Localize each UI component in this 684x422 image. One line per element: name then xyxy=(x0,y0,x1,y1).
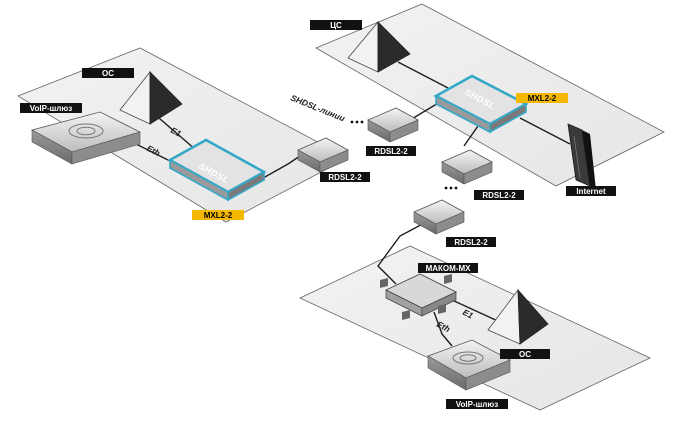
svg-text:VoIP-шлюз: VoIP-шлюз xyxy=(30,104,72,113)
link-cs-mxl xyxy=(397,61,449,89)
voip-gateway-left xyxy=(30,111,142,165)
rdsl-modem-right-mid xyxy=(441,149,493,185)
pyramid-cs-top xyxy=(347,20,411,73)
rdsl-modem-center xyxy=(297,137,349,173)
internet-device xyxy=(567,123,596,190)
label-rdsl-right-mid: RDSL2-2 xyxy=(474,190,524,200)
label-makom: МАКОМ-МХ xyxy=(418,263,478,273)
label-rdsl-bottom: RDSL2-2 xyxy=(446,237,496,247)
svg-text:RDSL2-2: RDSL2-2 xyxy=(328,173,362,182)
mxl-device-right: SHDSL xyxy=(433,74,529,134)
label-internet: Internet xyxy=(566,186,616,196)
label-cs-top: ЦС xyxy=(310,20,362,30)
link-makom-voip-bottom xyxy=(433,311,453,347)
svg-text:ОС: ОС xyxy=(519,350,531,359)
svg-text:МАКОМ-МХ: МАКОМ-МХ xyxy=(426,264,472,273)
e1-label-left: E1 xyxy=(169,125,183,139)
mxl-device-left: SHDSL xyxy=(167,138,267,202)
svg-text:ЦС: ЦС xyxy=(330,21,342,30)
svg-text:RDSL2-2: RDSL2-2 xyxy=(454,238,488,247)
svg-text:Internet: Internet xyxy=(576,187,606,196)
ellipsis-dots-shdsl xyxy=(350,120,364,124)
svg-text:MXL2-2: MXL2-2 xyxy=(528,94,557,103)
svg-text:VoIP-шлюз: VoIP-шлюз xyxy=(456,400,498,409)
label-mxl-right: MXL2-2 xyxy=(516,93,568,103)
rdsl-modem-bottom xyxy=(413,199,465,235)
label-voip-bottom: VoIP-шлюз xyxy=(446,399,508,409)
links xyxy=(119,61,571,347)
voip-gateway-bottom xyxy=(427,339,511,391)
link-mxl-internet xyxy=(519,117,571,145)
svg-text:MXL2-2: MXL2-2 xyxy=(204,211,233,220)
rdsl-modem-right-top xyxy=(367,107,419,143)
svg-text:ОС: ОС xyxy=(102,69,114,78)
label-mxl-left: MXL2-2 xyxy=(192,210,244,220)
pyramid-oc-bottom xyxy=(487,288,549,345)
svg-text:RDSL2-2: RDSL2-2 xyxy=(374,147,408,156)
e1-label-bottom: E1 xyxy=(461,307,475,321)
link-mxl-rdsl-top xyxy=(409,101,441,121)
ellipsis-dots-mid xyxy=(444,186,458,190)
svg-text:RDSL2-2: RDSL2-2 xyxy=(482,191,516,200)
pyramid-oc-left xyxy=(119,70,183,125)
shdsl-lines-label: SHDSL-линии xyxy=(289,93,347,124)
makom-device xyxy=(380,273,458,320)
link-rdsl-bottom-makom xyxy=(377,219,431,285)
label-voip-left: VoIP-шлюз xyxy=(20,103,82,113)
link-makom-oc-bottom xyxy=(451,299,501,323)
label-rdsl-center: RDSL2-2 xyxy=(320,172,370,182)
link-mxl-rdsl-mid xyxy=(463,125,479,147)
label-oc-bottom: ОС xyxy=(500,349,550,359)
label-rdsl-right-top: RDSL2-2 xyxy=(366,146,416,156)
label-oc-left: ОС xyxy=(82,68,134,78)
